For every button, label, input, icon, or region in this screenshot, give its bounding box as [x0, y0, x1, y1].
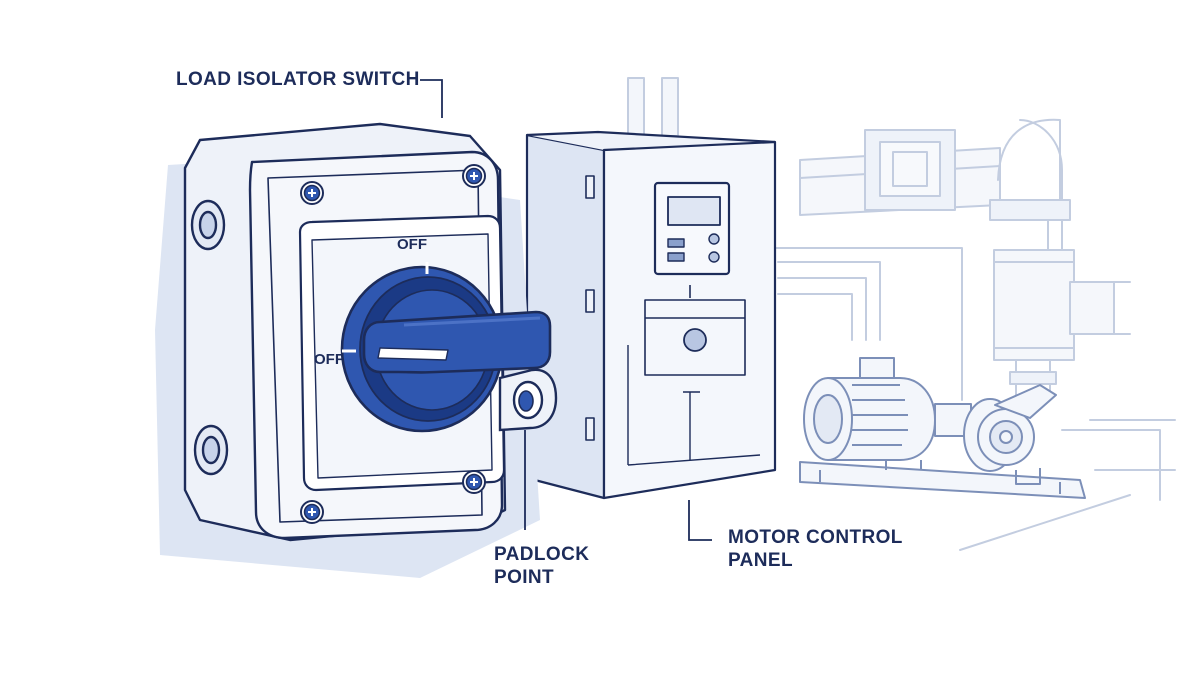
- isolator-leader: [420, 79, 443, 118]
- pump-icon: [963, 384, 1057, 485]
- background-pipework: [627, 77, 1176, 551]
- motor-icon: [799, 357, 1086, 499]
- switch-left-off-label: OFF: [314, 351, 344, 368]
- display-icon: [653, 181, 731, 276]
- motor-control-panel-label: MOTOR CONTROL PANEL: [728, 527, 903, 571]
- rotary-switch-icon: [340, 262, 552, 433]
- leader-lines: [420, 79, 712, 541]
- isolator-switch-label: LOAD ISOLATOR SWITCH: [176, 69, 420, 90]
- motor-control-panel: [525, 130, 777, 500]
- padlock-point-label: PADLOCK POINT: [494, 544, 590, 588]
- switch-top-off-label: OFF: [397, 236, 427, 253]
- motor-panel-leader: [688, 500, 712, 541]
- padlock-loop-icon: [498, 368, 558, 432]
- screw-icon: [300, 164, 486, 524]
